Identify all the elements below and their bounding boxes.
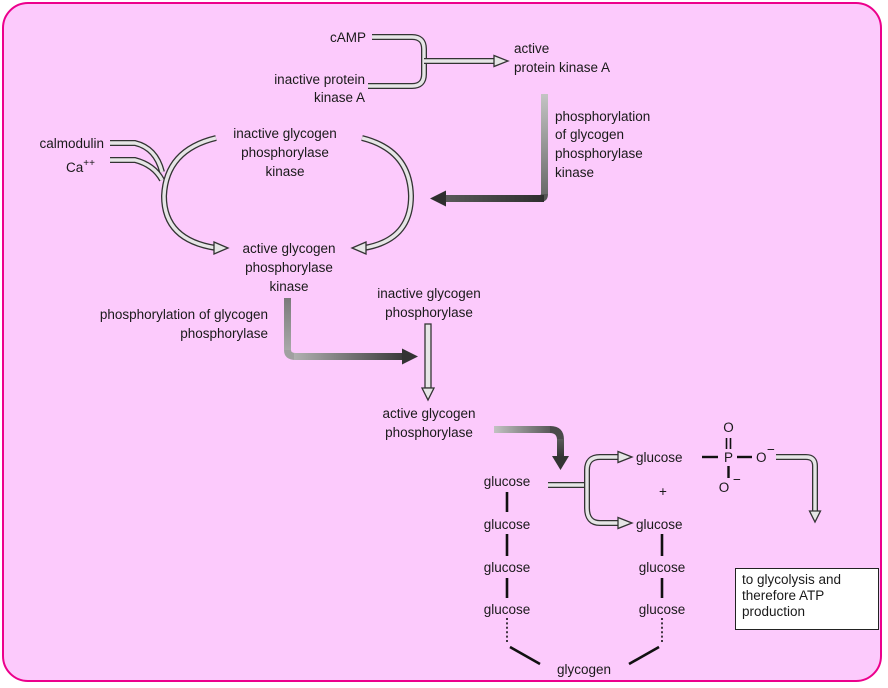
active-pka-label-2: protein kinase A (514, 60, 610, 75)
glucose-left-3: glucose (484, 560, 531, 575)
calmodulin-activation-arrow (110, 135, 415, 255)
active-pka-label-1: active (514, 41, 549, 56)
gp-activation-arrow (420, 323, 436, 402)
phosphate-o-right: O (756, 450, 767, 465)
inactive-gp-label-2: phosphorylase (385, 305, 473, 320)
phos-kinase-label-3: phosphorylase (555, 146, 643, 161)
camp-label: cAMP (330, 30, 366, 45)
phos-kinase-label-1: phosphorylation (555, 109, 650, 124)
phosphate-o-right-charge: − (767, 442, 775, 457)
glucose-right-top: glucose (636, 450, 683, 465)
gpk-phosphorylation-arrow (284, 298, 418, 365)
glucose-right-1: glucose (636, 517, 683, 532)
active-gpk-label-1: active glycogen (242, 241, 335, 256)
active-gp-label-1: active glycogen (382, 406, 475, 421)
to-glycolysis-arrow (776, 454, 822, 524)
glycogen-left-chain (505, 492, 541, 666)
glucose-branch-arrow (548, 450, 634, 530)
glucose-right-2: glucose (639, 560, 686, 575)
glycogen-right-chain (628, 534, 664, 666)
phos-gp-label-1: phosphorylation of glycogen (100, 307, 268, 322)
phosphate-p: P (724, 450, 733, 465)
phosphate-o-bottom-charge: − (733, 472, 741, 487)
glycolysis-line-3: production (742, 604, 806, 619)
active-gp-label-2: phosphorylase (385, 425, 473, 440)
pka-phosphorylation-arrow (430, 94, 548, 207)
camp-to-pka-arrow (368, 34, 510, 89)
ca-symbol: Ca (66, 160, 84, 175)
glycolysis-line-2: therefore ATP (742, 588, 825, 603)
inactive-gpk-label-3: kinase (265, 164, 304, 179)
glucose-left-1: glucose (484, 474, 531, 489)
ca-label: Ca++ (66, 158, 95, 175)
inactive-pka-label-2: kinase A (314, 90, 365, 105)
glucose-left-4: glucose (484, 602, 531, 617)
inactive-gpk-label-2: phosphorylase (241, 145, 329, 160)
inactive-gpk-label-1: inactive glycogen (233, 126, 337, 141)
ca-charge: ++ (83, 158, 95, 169)
glucose-right-3: glucose (639, 602, 686, 617)
glycolysis-atp-box: to glycolysis and therefore ATP producti… (735, 568, 879, 630)
phos-kinase-label-2: of glycogen (555, 127, 624, 142)
plus-sign: + (659, 484, 667, 499)
phosphate-o-bottom: O (719, 480, 730, 495)
gp-to-glucose-arrow (494, 426, 569, 470)
inactive-pka-label-1: inactive protein (274, 72, 365, 87)
phosphate-o-top: O (723, 420, 734, 435)
phos-kinase-label-4: kinase (555, 165, 594, 180)
active-gpk-label-3: kinase (269, 279, 308, 294)
active-gpk-label-2: phosphorylase (245, 260, 333, 275)
phosphate-group: O P O − O − (702, 420, 775, 495)
glycogen-label: glycogen (557, 662, 611, 677)
glycolysis-line-1: to glycolysis and (742, 572, 842, 587)
inactive-gp-label-1: inactive glycogen (377, 286, 481, 301)
calmodulin-label: calmodulin (39, 136, 104, 151)
phos-gp-label-2: phosphorylase (180, 326, 268, 341)
glucose-left-2: glucose (484, 517, 531, 532)
